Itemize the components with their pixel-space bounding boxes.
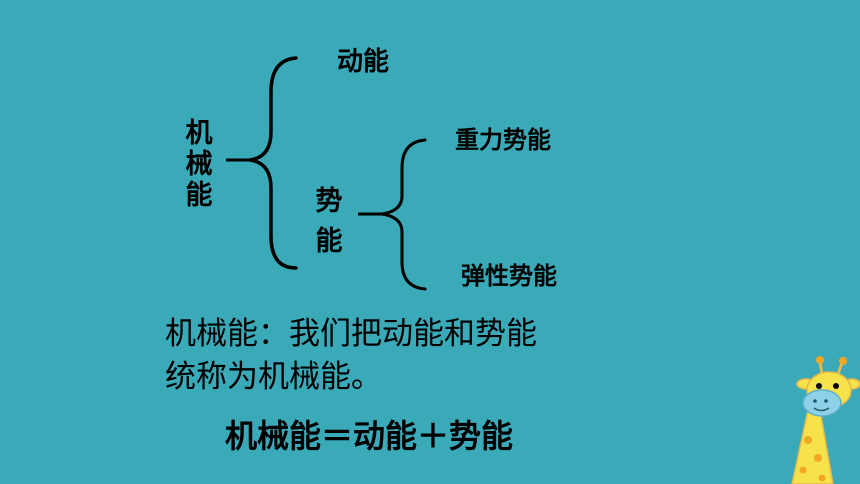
giraffe-neck <box>791 409 834 484</box>
giraffe-spot <box>818 474 826 482</box>
node-potential-energy: 势能 <box>315 186 343 257</box>
root-brace <box>249 56 298 270</box>
node-gravitational-potential-energy: 重力势能 <box>455 126 551 154</box>
giraffe-spot <box>804 436 812 444</box>
giraffe-muzzle <box>802 389 842 417</box>
formula-text: 机械能＝动能＋势能 <box>225 417 514 455</box>
giraffe-horn <box>836 362 844 375</box>
giraffe-eye <box>833 383 839 389</box>
giraffe-nostril <box>824 399 828 403</box>
giraffe-horn-tip <box>816 356 824 364</box>
giraffe-eye <box>816 383 822 389</box>
node-elastic-potential-energy: 弹性势能 <box>461 262 557 290</box>
node-kinetic-energy: 动能 <box>337 47 390 77</box>
giraffe-mouth <box>813 407 830 412</box>
giraffe-spot <box>799 466 807 474</box>
definition-text: 机械能：我们把动能和势能 统称为机械能。 <box>165 313 615 399</box>
definition-line-2: 统称为机械能。 <box>165 359 382 395</box>
giraffe-nostril <box>813 399 817 403</box>
root-node-label: 机械能 <box>185 118 213 211</box>
giraffe-horn <box>818 361 824 375</box>
giraffe-spot <box>814 454 822 462</box>
giraffe-horn-tip <box>839 357 847 365</box>
definition-line-1: 机械能：我们把动能和势能 <box>165 316 537 352</box>
potential-brace <box>381 138 427 291</box>
